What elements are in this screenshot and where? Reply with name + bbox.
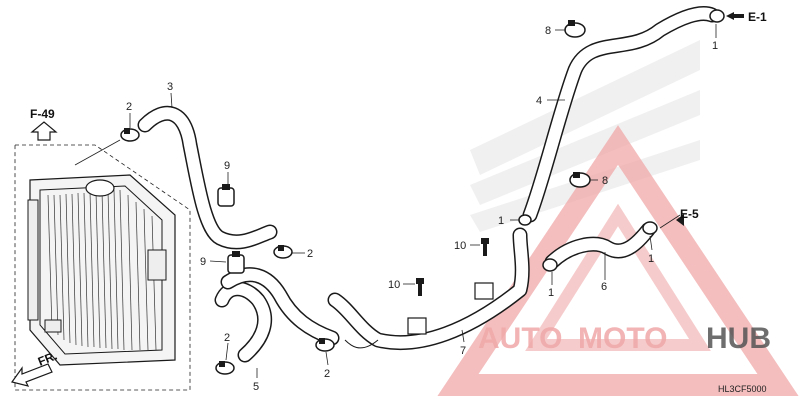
label-part-9-a: 9 — [224, 160, 230, 172]
label-part-2-b: 2 — [307, 248, 313, 260]
ref-e1[interactable]: E-1 — [748, 10, 767, 24]
label-part-4: 4 — [536, 95, 542, 107]
label-part-1-b: 1 — [498, 215, 504, 227]
ref-f49[interactable]: F-49 — [30, 107, 55, 121]
label-part-10-b: 10 — [388, 279, 400, 291]
pipe-7 — [327, 227, 530, 351]
e1-arrow-icon — [726, 12, 744, 20]
ref-e5[interactable]: E-5 — [680, 207, 699, 221]
label-part-1-d: 1 — [648, 253, 654, 265]
clamp-2-radiator-upper — [120, 128, 140, 142]
hose-4 — [522, 6, 720, 223]
label-part-9-b: 9 — [200, 256, 206, 268]
label-part-8-a: 8 — [545, 25, 551, 37]
clamp-2-hose5-lower — [215, 361, 235, 375]
label-part-2-c: 2 — [224, 332, 230, 344]
hose-6 — [544, 222, 656, 270]
watermark-text-auto: AUTO — [478, 322, 562, 355]
clamp-9-lower — [227, 251, 245, 274]
triangle-watermark — [437, 125, 799, 396]
clamp-1-e1 — [709, 9, 725, 23]
label-part-8-b: 8 — [602, 175, 608, 187]
hose-3 — [137, 105, 278, 250]
watermark-text-hub: HUB — [706, 322, 771, 355]
label-part-6: 6 — [601, 281, 607, 293]
watermark-logo: AUTO MOTO HUB — [478, 322, 771, 355]
bolt-10-upper — [481, 238, 489, 256]
hose-5 — [214, 267, 340, 363]
clamp-2-pipe — [315, 338, 335, 352]
diagram-code: HL3CF5000 — [718, 384, 767, 394]
label-part-10-a: 10 — [454, 240, 466, 252]
radiator-assembly — [14, 144, 191, 391]
label-part-1-c: 1 — [548, 287, 554, 299]
bolt-10-lower — [416, 278, 424, 296]
e5-arrow-icon — [676, 214, 684, 226]
label-part-2-a: 2 — [126, 101, 132, 113]
label-part-7: 7 — [460, 345, 466, 357]
label-part-2-d: 2 — [324, 368, 330, 380]
clamp-8-mid — [569, 172, 591, 188]
label-part-3: 3 — [167, 81, 173, 93]
label-part-1-a: 1 — [712, 40, 718, 52]
ref-front: FR. — [36, 349, 59, 369]
clamp-1-e5 — [642, 221, 658, 235]
front-arrow-icon — [10, 363, 53, 387]
label-part-5: 5 — [253, 381, 259, 393]
clamp-1-hose6 — [542, 258, 558, 272]
watermark-text-moto: MOTO — [578, 322, 667, 355]
clamp-2-hose3 — [273, 245, 293, 259]
leader-lines — [74, 24, 717, 378]
clamp-8-top — [564, 20, 586, 38]
clamp-9-upper — [217, 184, 235, 207]
f49-arrow-icon — [30, 121, 58, 141]
clamp-1-mid — [518, 214, 532, 226]
